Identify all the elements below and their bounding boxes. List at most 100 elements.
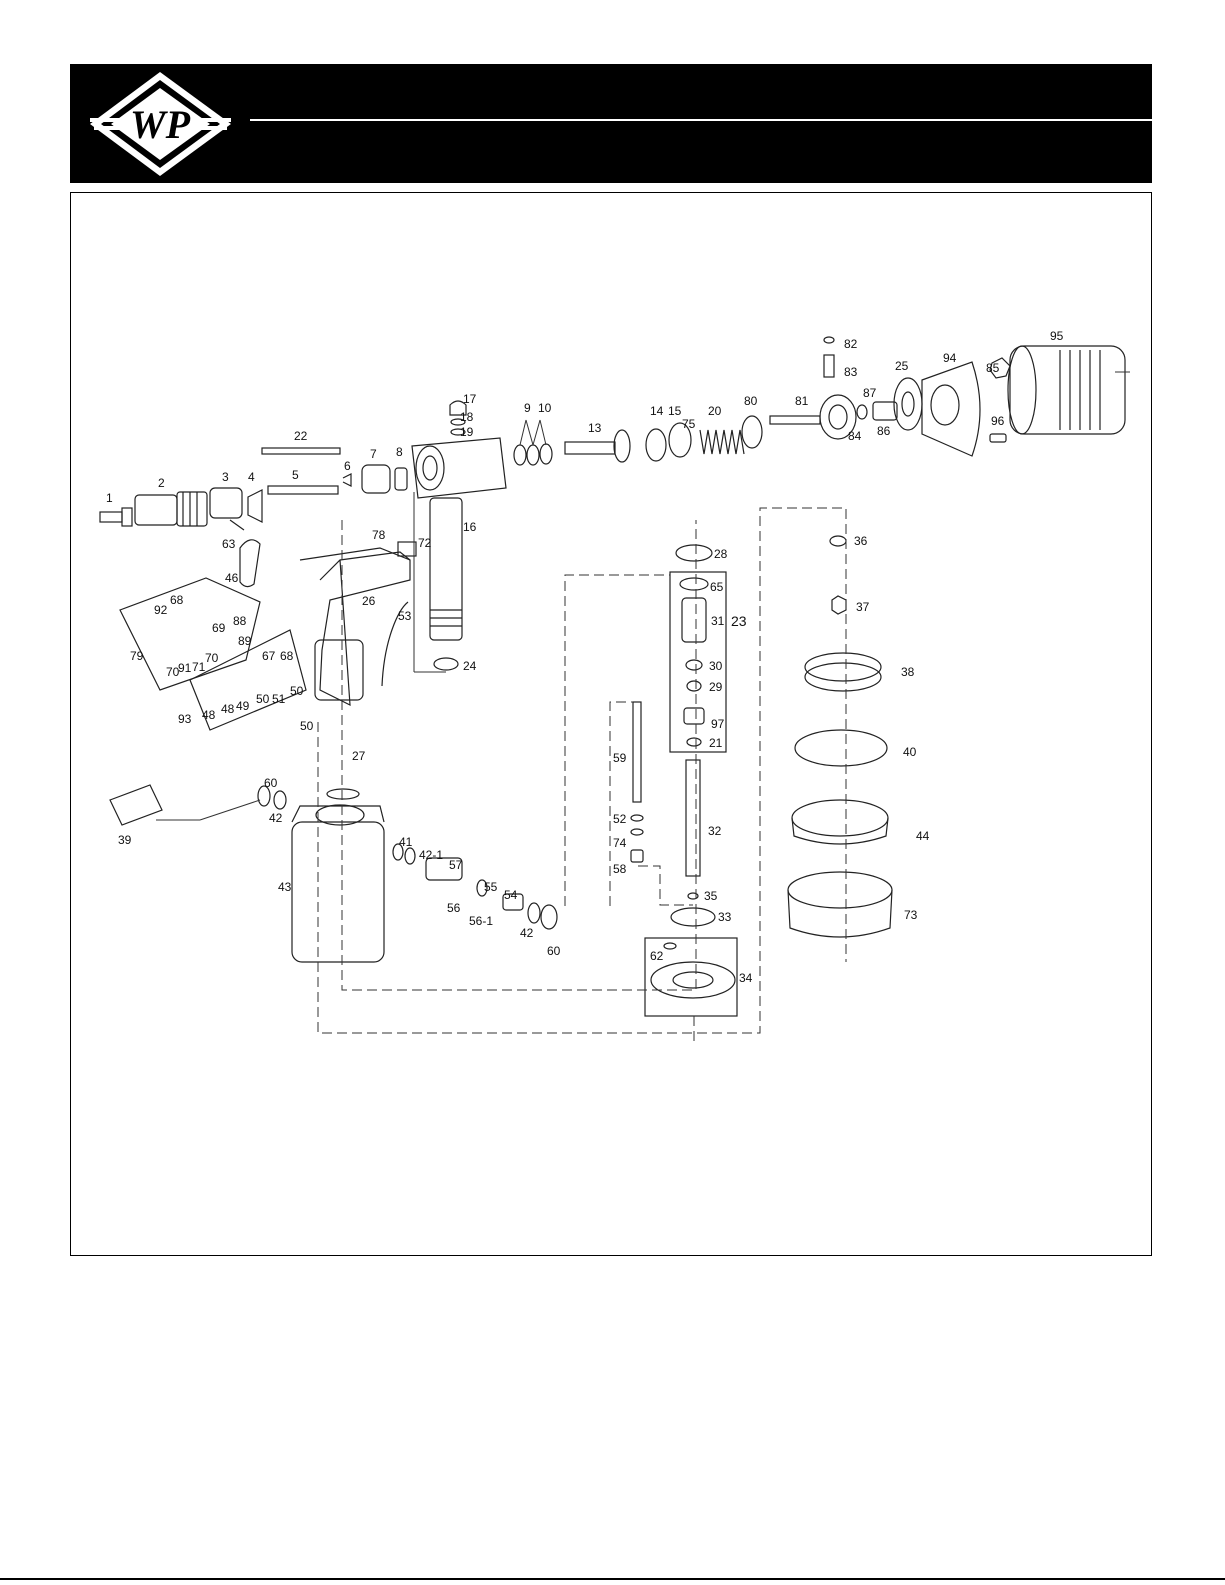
cylinder-tube-part — [430, 498, 462, 640]
piston-shaft-part — [686, 760, 700, 876]
callout-82: 82 — [844, 337, 858, 351]
callout-20: 20 — [708, 404, 722, 418]
callout-46: 46 — [225, 571, 239, 585]
callout-26: 26 — [362, 594, 376, 608]
callout-62: 62 — [650, 949, 664, 963]
o-ring-part — [434, 658, 458, 670]
callout-39: 39 — [118, 833, 132, 847]
callout-48: 48 — [221, 702, 235, 716]
callout-35: 35 — [704, 889, 718, 903]
return-spring-part — [700, 430, 744, 454]
callout-86: 86 — [877, 424, 891, 438]
piston-rod-part — [565, 442, 615, 454]
rod-part — [633, 702, 641, 802]
callout-15: 15 — [668, 404, 682, 418]
spring-part — [343, 474, 351, 486]
callout-53: 53 — [398, 609, 412, 623]
callout-84: 84 — [848, 429, 862, 443]
callout-96: 96 — [991, 414, 1005, 428]
callout-36: 36 — [854, 534, 868, 548]
callout-70: 70 — [205, 651, 219, 665]
callout-72: 72 — [418, 536, 432, 550]
callout-30: 30 — [709, 659, 723, 673]
callout-65: 65 — [710, 580, 724, 594]
callout-78: 78 — [372, 528, 386, 542]
callout-50: 50 — [256, 692, 270, 706]
callout-55: 55 — [484, 880, 498, 894]
callout-54: 54 — [504, 888, 518, 902]
callout-33: 33 — [718, 910, 732, 924]
callout-92: 92 — [154, 603, 168, 617]
callout-71: 71 — [192, 660, 206, 674]
callout-42: 42 — [269, 811, 283, 825]
callout-79: 79 — [130, 649, 144, 663]
callout-58: 58 — [613, 862, 627, 876]
callout-7: 7 — [370, 447, 377, 461]
callout-43: 43 — [278, 880, 292, 894]
nose-piece-part — [100, 508, 132, 526]
callout-42-1: 42-1 — [419, 848, 443, 862]
swivel-fitting-part — [110, 785, 162, 825]
callout-57: 57 — [449, 858, 463, 872]
callout-60: 60 — [264, 776, 278, 790]
callout-68: 68 — [280, 649, 294, 663]
callout-83: 83 — [844, 365, 858, 379]
callout-75: 75 — [682, 417, 696, 431]
callout-74: 74 — [613, 836, 627, 850]
jaw-case-part — [210, 488, 242, 518]
reservoir-tank-part — [292, 822, 384, 962]
piston-disc-part — [792, 800, 888, 836]
callout-16: 16 — [463, 520, 477, 534]
pusher-rod-part — [268, 486, 338, 494]
callout-51: 51 — [272, 692, 286, 706]
assembly-line — [342, 520, 696, 990]
callout-17: 17 — [463, 392, 477, 406]
callout-21: 21 — [709, 736, 723, 750]
callout-9: 9 — [524, 401, 531, 415]
o-ring-large-part — [795, 730, 887, 766]
callout-89: 89 — [238, 634, 252, 648]
callout-80: 80 — [744, 394, 758, 408]
callout-94: 94 — [943, 351, 957, 365]
callout-27: 27 — [352, 749, 366, 763]
callout-38: 38 — [901, 665, 915, 679]
nut-part — [362, 465, 390, 493]
callout-6: 6 — [344, 459, 351, 473]
callout-73: 73 — [904, 908, 918, 922]
callout-63: 63 — [222, 537, 236, 551]
callout-50: 50 — [290, 684, 304, 698]
callout-19: 19 — [460, 425, 474, 439]
callout-8: 8 — [396, 445, 403, 459]
callout-34: 34 — [739, 971, 753, 985]
callout-23: 23 — [731, 613, 747, 629]
callout-37: 37 — [856, 600, 870, 614]
callout-1: 1 — [106, 491, 113, 505]
gear-part — [671, 908, 715, 926]
callout-88: 88 — [233, 614, 247, 628]
rear-cover-part — [1010, 346, 1125, 434]
callout-87: 87 — [863, 386, 877, 400]
callout-22: 22 — [294, 429, 308, 443]
callout-85: 85 — [986, 361, 1000, 375]
callout-81: 81 — [795, 394, 809, 408]
callout-52: 52 — [613, 812, 627, 826]
callout-42: 42 — [520, 926, 534, 940]
jaw-part — [248, 490, 262, 522]
callout-97: 97 — [711, 717, 725, 731]
callout-32: 32 — [708, 824, 722, 838]
callout-31: 31 — [711, 614, 725, 628]
callout-59: 59 — [613, 751, 627, 765]
callout-13: 13 — [588, 421, 602, 435]
callout-3: 3 — [222, 470, 229, 484]
nose-housing-part — [135, 492, 207, 526]
footer-rule — [0, 1578, 1225, 1580]
callout-91: 91 — [178, 661, 192, 675]
callout-56-1: 56-1 — [469, 914, 493, 928]
callout-14: 14 — [650, 404, 664, 418]
callout-5: 5 — [292, 468, 299, 482]
bottom-cover-part — [788, 872, 892, 908]
callout-18: 18 — [460, 410, 474, 424]
callout-4: 4 — [248, 470, 255, 484]
callout-95: 95 — [1050, 329, 1064, 343]
callout-28: 28 — [714, 547, 728, 561]
